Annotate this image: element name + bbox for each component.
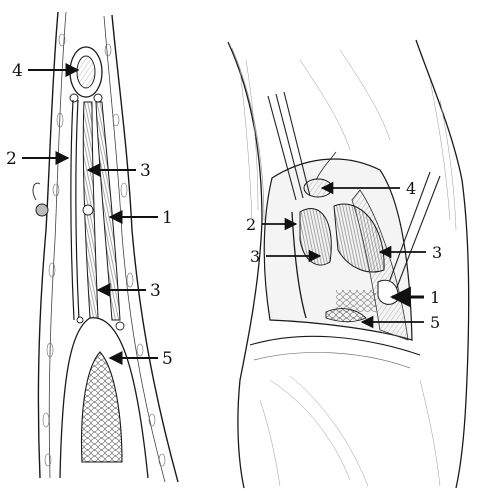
label-left-4: 4	[12, 61, 23, 81]
label-left-2: 2	[6, 149, 17, 169]
label-right-5: 5	[430, 313, 440, 332]
label-left-1: 1	[162, 208, 173, 228]
label-right-1: 1	[430, 288, 440, 307]
label-right-2: 2	[246, 215, 256, 234]
label-left-5: 5	[162, 349, 173, 369]
left-panel-figure	[33, 12, 178, 482]
label-left-3b: 3	[150, 281, 161, 301]
left-structure-2	[71, 100, 74, 320]
label-right-3b: 3	[432, 243, 442, 262]
left-structure-4	[70, 47, 102, 102]
label-left-3a: 3	[140, 161, 151, 181]
label-right-4: 4	[406, 179, 416, 198]
label-right-3a: 3	[250, 247, 260, 266]
right-panel-figure	[228, 40, 469, 488]
